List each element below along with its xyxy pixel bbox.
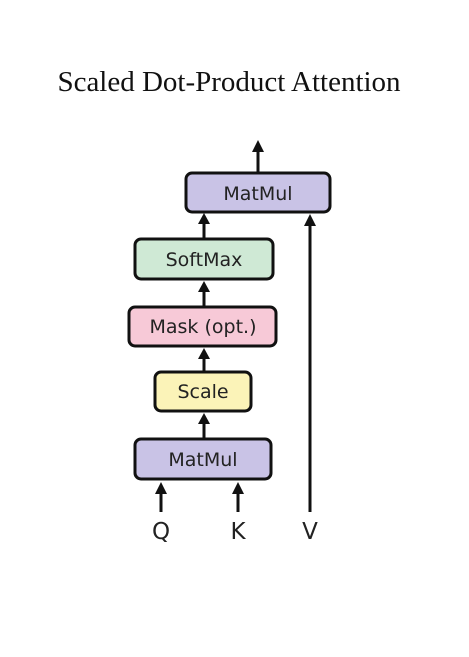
input-label-q: Q	[152, 519, 170, 545]
arrow-mask-to-softmax-head	[198, 281, 210, 292]
scale-label: Scale	[177, 381, 228, 403]
arrow-q-to-matmul-head	[155, 482, 167, 494]
arrow-matmul-to-scale-head	[198, 413, 210, 424]
matmul-bottom-block: MatMul	[133, 437, 273, 481]
arrow-k-to-matmul-head	[232, 482, 244, 494]
arrow-softmax-to-matmul-head	[198, 213, 210, 224]
softmax-block: SoftMax	[133, 237, 275, 281]
arrow-scale-to-mask-head	[198, 348, 210, 359]
softmax-label: SoftMax	[166, 249, 243, 271]
arrow-v-to-matmul-head	[304, 214, 316, 226]
mask-block: Mask (opt.)	[127, 305, 278, 348]
matmul-top-label: MatMul	[223, 183, 292, 205]
diagram-title: Scaled Dot-Product Attention	[57, 66, 401, 98]
matmul-bottom-label: MatMul	[168, 449, 237, 471]
input-label-k: K	[230, 519, 246, 545]
input-label-v: V	[302, 519, 318, 545]
matmul-top-block: MatMul	[184, 171, 332, 214]
mask-label: Mask (opt.)	[150, 316, 257, 338]
output-arrow-head	[252, 140, 264, 152]
scale-block: Scale	[153, 370, 253, 413]
